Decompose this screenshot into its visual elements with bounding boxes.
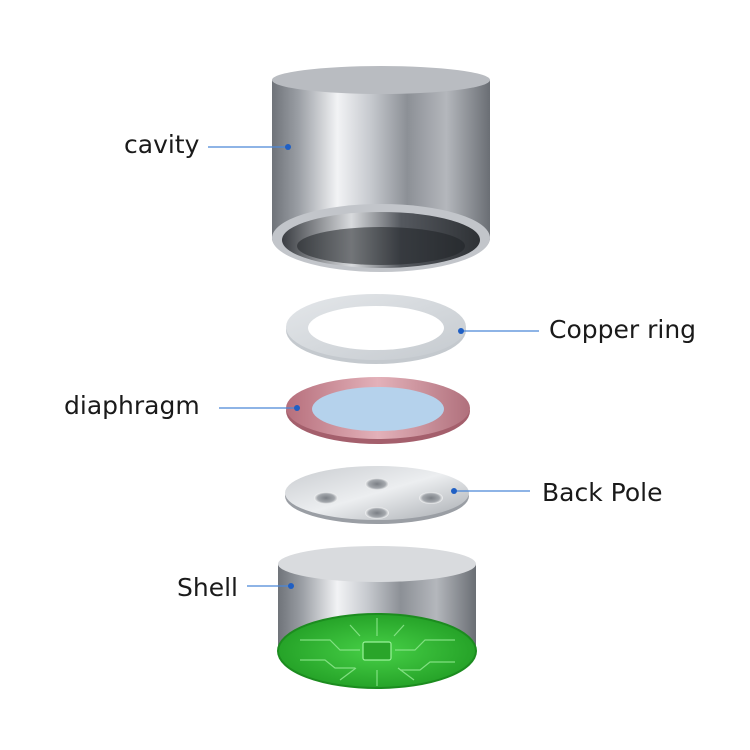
back-pole-component — [285, 466, 469, 524]
leader-dot-cavity — [285, 144, 291, 150]
leader-dot-diaphragm — [294, 405, 300, 411]
leader-lines — [208, 146, 539, 587]
leader-dot-shell — [288, 583, 294, 589]
cavity-component — [272, 66, 490, 272]
leader-dots — [285, 144, 464, 589]
label-shell: Shell — [177, 573, 238, 602]
label-diaphragm: diaphragm — [64, 391, 200, 420]
leader-dot-copper-ring — [458, 328, 464, 334]
copper-ring-component — [286, 294, 466, 364]
label-cavity: cavity — [124, 130, 200, 159]
shell-component — [277, 546, 477, 689]
label-copper-ring: Copper ring — [549, 315, 697, 344]
label-back-pole: Back Pole — [542, 478, 663, 507]
leader-dot-back-pole — [451, 488, 457, 494]
diaphragm-component — [286, 377, 470, 444]
